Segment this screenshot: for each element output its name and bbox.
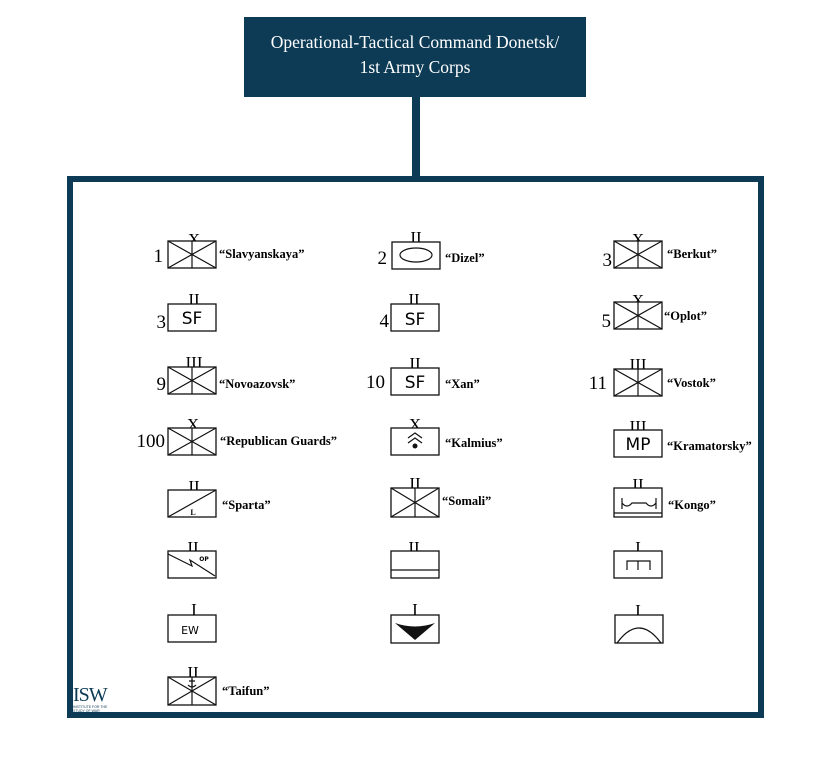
bridging-icon <box>621 498 657 509</box>
unit-6: X 5 “Oplot” <box>602 291 708 332</box>
diagonal-line <box>167 489 217 518</box>
unit-frame <box>167 303 217 332</box>
unit-name: “Republican Guards” <box>220 434 337 448</box>
unit-19: I EW <box>167 600 217 643</box>
signal-lightning-icon <box>167 553 216 577</box>
unit-7: III 9 “Novoazovsk” <box>157 353 296 395</box>
echelon-marker: I <box>635 538 641 557</box>
engineer-icon <box>626 560 651 570</box>
unit-20: I <box>390 600 440 644</box>
unit-number: 1 <box>154 246 164 267</box>
light-insignia: L <box>190 508 195 517</box>
unit-name: “Somali” <box>442 494 491 508</box>
echelon-marker: II <box>632 475 644 494</box>
unit-1: X 1 “Slavyanskaya” <box>154 230 304 269</box>
unit-number: 5 <box>602 311 612 332</box>
echelon-marker: II <box>188 477 200 496</box>
artillery-arc-icon <box>616 627 662 644</box>
unit-number: 3 <box>157 312 167 333</box>
unit-12: III MP “Kramatorsky” <box>613 417 752 458</box>
echelon-marker: II <box>408 290 420 309</box>
unit-name: “Vostok” <box>667 376 716 390</box>
unit-15: II “Kongo” <box>613 475 716 518</box>
unit-3: X 3 “Berkut” <box>603 230 718 271</box>
echelon-marker: II <box>409 474 421 493</box>
isw-logo-text: ISW <box>73 684 108 706</box>
unit-name: “Slavyanskaya” <box>219 247 304 261</box>
unit-17: II <box>390 538 440 579</box>
echelon-marker: I <box>191 600 197 619</box>
echelon-marker: II <box>410 228 422 247</box>
unit-number: 2 <box>378 248 388 269</box>
unit-22: II “Taifun” <box>167 663 269 706</box>
unit-frame <box>390 367 440 396</box>
headquarters-box: Operational-Tactical Command Donetsk/ 1s… <box>244 17 586 97</box>
hq-connector-line <box>412 97 420 179</box>
unit-frame <box>167 614 217 643</box>
unit-frame <box>391 241 441 270</box>
unit-13: II L “Sparta” <box>167 477 271 518</box>
echelon-marker: II <box>187 538 199 557</box>
unit-14: II “Somali” <box>390 474 491 518</box>
unit-frame <box>167 550 217 579</box>
unit-8: II SF 10 “Xan” <box>366 354 480 396</box>
unit-21: I <box>614 601 664 644</box>
unit-name: “Berkut” <box>667 247 717 261</box>
echelon-marker: II <box>188 290 200 309</box>
unit-name: “Taifun” <box>222 684 269 698</box>
isw-logo-subtext: INSTITUTE FOR THE STUDY OF WAR <box>73 705 108 713</box>
unit-frame <box>614 614 664 644</box>
echelon-marker: II <box>409 354 421 373</box>
unit-name: “Kongo” <box>668 498 716 512</box>
unit-9: III 11 “Vostok” <box>589 355 716 397</box>
unit-frame <box>390 303 440 332</box>
unit-4: II SF 3 <box>157 290 217 333</box>
special-forces-insignia: SF <box>182 309 203 329</box>
unit-10: X 100 “Republican Guards” <box>137 415 337 456</box>
unit-number: 9 <box>157 374 167 395</box>
hq-title-line2: 1st Army Corps <box>359 57 471 77</box>
unit-2: II 2 “Dizel” <box>378 228 485 270</box>
unit-name: “Kramatorsky” <box>667 439 752 453</box>
unit-11: X “Kalmius” <box>390 415 503 456</box>
military-police-insignia: MP <box>626 435 651 455</box>
unit-name: “Dizel” <box>445 251 485 265</box>
special-forces-insignia: SF <box>405 373 426 393</box>
special-forces-insignia: SF <box>405 310 426 330</box>
unit-name: “Kalmius” <box>445 436 503 450</box>
echelon-marker: I <box>635 601 641 620</box>
unit-5: II SF 4 <box>380 290 440 332</box>
unit-number: 11 <box>589 373 607 394</box>
echelon-marker: I <box>412 600 418 619</box>
isw-logo: ISW INSTITUTE FOR THE STUDY OF WAR <box>73 684 113 713</box>
unit-frame <box>613 429 663 458</box>
unit-number: 100 <box>137 431 166 452</box>
unit-name: “Oplot” <box>664 309 707 323</box>
unit-number: 10 <box>366 372 385 393</box>
airborne-chevron-icon <box>407 432 423 444</box>
unit-name: “Novoazovsk” <box>219 377 295 391</box>
ew-insignia: EW <box>181 624 199 637</box>
echelon-marker: II <box>187 663 199 682</box>
unit-frame <box>390 427 440 456</box>
unit-name: “Xan” <box>445 377 480 391</box>
echelon-marker: II <box>408 538 420 557</box>
subordinate-units-frame <box>67 176 764 718</box>
anchor-icon <box>187 679 197 688</box>
unit-name: “Sparta” <box>222 498 271 512</box>
hq-title-line1: Operational-Tactical Command Donetsk/ <box>270 32 560 52</box>
unit-number: 4 <box>380 311 390 332</box>
unit-number: 3 <box>603 250 613 271</box>
armor-oval-icon <box>399 247 433 263</box>
unit-16: II OP <box>167 538 217 579</box>
unit-frame <box>390 550 440 579</box>
signal-insignia: OP <box>199 556 209 563</box>
airborne-dot-icon <box>412 443 418 449</box>
air-assault-wing-icon <box>395 623 435 640</box>
unit-18: I <box>613 538 663 579</box>
